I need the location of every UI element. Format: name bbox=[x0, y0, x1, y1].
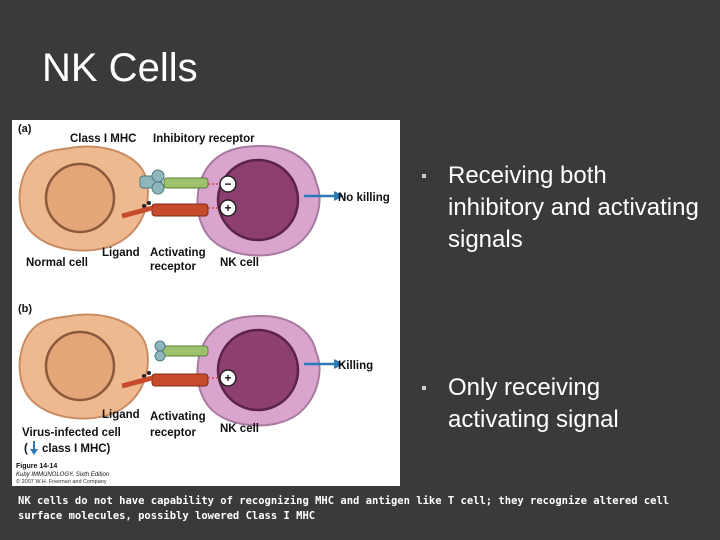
activating-receptor-b bbox=[121, 371, 209, 389]
figure-credit-3: © 2007 W.H. Freeman and Company bbox=[16, 478, 107, 485]
panel-a-label: (a) bbox=[18, 123, 32, 135]
slide-caption: NK cells do not have capability of recog… bbox=[18, 495, 670, 522]
nk-cell-a bbox=[196, 144, 321, 257]
plus-signal-b bbox=[219, 369, 237, 387]
bullet-marker bbox=[422, 174, 426, 178]
panel-b-label: (b) bbox=[18, 303, 32, 315]
slide-title: NK Cells bbox=[42, 46, 198, 90]
no-killing-label: No killing bbox=[338, 192, 390, 204]
receptor-label-b: receptor bbox=[150, 427, 197, 439]
inhibitory-receptor-b bbox=[154, 340, 209, 362]
minus-signal bbox=[219, 175, 237, 193]
minus-sign: − bbox=[224, 177, 231, 191]
ligand-label-b: Ligand bbox=[102, 409, 140, 421]
nk-cell-b bbox=[196, 314, 321, 427]
activating-receptor-a bbox=[121, 201, 209, 219]
class1-mhc-label: Class I MHC bbox=[70, 133, 136, 145]
activating-label-a: Activating bbox=[150, 247, 206, 259]
mhc-inhibitory-complex bbox=[139, 169, 209, 195]
nk-cell-label-a: NK cell bbox=[220, 257, 259, 269]
nk-cell-figure: (a) Class I MHC Inhibitory receptor − bbox=[12, 120, 400, 486]
activating-label-b: Activating bbox=[150, 411, 206, 423]
nk-cell-label-b: NK cell bbox=[220, 423, 259, 435]
ligand-label-a: Ligand bbox=[102, 247, 140, 259]
plus-signal-a bbox=[219, 199, 237, 217]
receptor-label-a: receptor bbox=[150, 261, 197, 273]
plus-sign-b: + bbox=[224, 371, 231, 385]
bullet-text: Receiving both inhibitory and activating… bbox=[448, 162, 699, 253]
class1-open-paren: ( bbox=[24, 443, 28, 455]
inhibitory-receptor-label: Inhibitory receptor bbox=[153, 133, 255, 145]
virus-infected-cell-label: Virus-infected cell bbox=[22, 427, 121, 439]
bullet-text: Only receiving activating signal bbox=[448, 374, 619, 433]
virus-infected-cell bbox=[18, 313, 149, 420]
plus-sign-a: + bbox=[224, 201, 231, 215]
bullet-marker bbox=[422, 386, 426, 390]
killing-label: Killing bbox=[338, 360, 373, 372]
normal-cell bbox=[18, 145, 149, 252]
normal-cell-label: Normal cell bbox=[26, 257, 88, 269]
class1-mhc-reduced-label: class I MHC) bbox=[42, 443, 111, 455]
down-arrow-icon bbox=[30, 441, 38, 455]
figure-credit-2: Kuby IMMUNOLOGY, Sixth Edition bbox=[16, 472, 110, 478]
figure-credit-1: Figure 14-14 bbox=[16, 463, 57, 470]
